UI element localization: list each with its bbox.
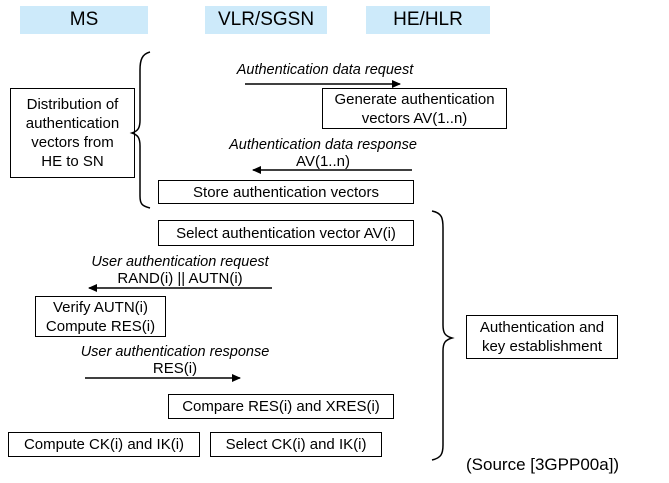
box-verify-autn-compute-res: Verify AUTN(i) Compute RES(i) [35, 296, 166, 337]
box-verify-autn-line-1: Verify AUTN(i) [52, 298, 148, 316]
phase-box-distribution: Distribution of authentication vectors f… [10, 88, 135, 178]
phase-distribution-line-2: authentication [25, 115, 120, 132]
lane-header-he-hlr: HE/HLR [366, 6, 490, 34]
box-store-authentication-vectors: Store authentication vectors [158, 180, 414, 204]
source-note-text: (Source [3GPP00a]) [466, 455, 620, 474]
box-store-av-line-1: Store authentication vectors [193, 183, 379, 201]
box-select-av-line-1: Select authentication vector AV(i) [176, 224, 396, 242]
lane-header-ms-label: MS [69, 9, 99, 30]
brace-authentication-phase [431, 210, 455, 461]
lane-header-vlr-sgsn: VLR/SGSN [205, 6, 327, 34]
message-label-auth-data-response: Authentication data response [228, 137, 418, 154]
lane-header-ms: MS [20, 6, 148, 34]
phase-box-authentication-key-establishment: Authentication and key establishment [466, 315, 618, 359]
message-label-auth-data-request: Authentication data request [235, 62, 415, 79]
box-select-ck-ik-line-1: Select CK(i) and IK(i) [225, 436, 367, 453]
message-label-user-auth-request: User authentication request [85, 254, 275, 271]
message-sub-auth-data-response: AV(1..n) [228, 153, 418, 170]
box-compute-ck-ik-line-1: Compute CK(i) and IK(i) [23, 436, 185, 453]
box-compute-ck-ik: Compute CK(i) and IK(i) [8, 432, 200, 457]
lane-header-he-hlr-label: HE/HLR [393, 9, 463, 30]
phase-distribution-line-1: Distribution of [26, 96, 119, 113]
lane-header-vlr-sgsn-label: VLR/SGSN [217, 9, 315, 30]
box-verify-autn-line-2: Compute RES(i) [45, 317, 156, 335]
message-auth-data-response-text: Authentication data response [229, 137, 417, 153]
box-generate-av-line-1: Generate authentication [334, 90, 495, 108]
message-user-auth-request-text: User authentication request [91, 254, 269, 270]
box-select-ck-ik: Select CK(i) and IK(i) [210, 432, 382, 457]
box-generate-av-line-2: vectors AV(1..n) [361, 109, 468, 127]
phase-distribution-line-3: vectors from [31, 134, 114, 151]
message-user-auth-response-sub: RES(i) [152, 360, 198, 377]
box-compare-res-xres: Compare RES(i) and XRES(i) [168, 394, 394, 419]
phase-auth-key-line-1: Authentication and [479, 319, 605, 336]
message-user-auth-response-text: User authentication response [80, 344, 270, 360]
message-sub-user-auth-response: RES(i) [75, 360, 275, 377]
message-auth-data-response-sub: AV(1..n) [296, 153, 350, 170]
box-generate-authentication-vectors: Generate authentication vectors AV(1..n) [322, 88, 507, 129]
message-label-user-auth-response: User authentication response [75, 344, 275, 361]
phase-distribution-line-4: HE to SN [41, 153, 104, 170]
source-note: (Source [3GPP00a]) [466, 455, 619, 475]
box-select-authentication-vector: Select authentication vector AV(i) [158, 220, 414, 246]
message-user-auth-request-sub: RAND(i) || AUTN(i) [117, 270, 243, 287]
box-compare-res-line-1: Compare RES(i) and XRES(i) [182, 398, 380, 415]
message-auth-data-request-text: Authentication data request [236, 62, 414, 78]
phase-auth-key-line-2: key establishment [481, 338, 603, 355]
message-sub-user-auth-request: RAND(i) || AUTN(i) [85, 270, 275, 287]
